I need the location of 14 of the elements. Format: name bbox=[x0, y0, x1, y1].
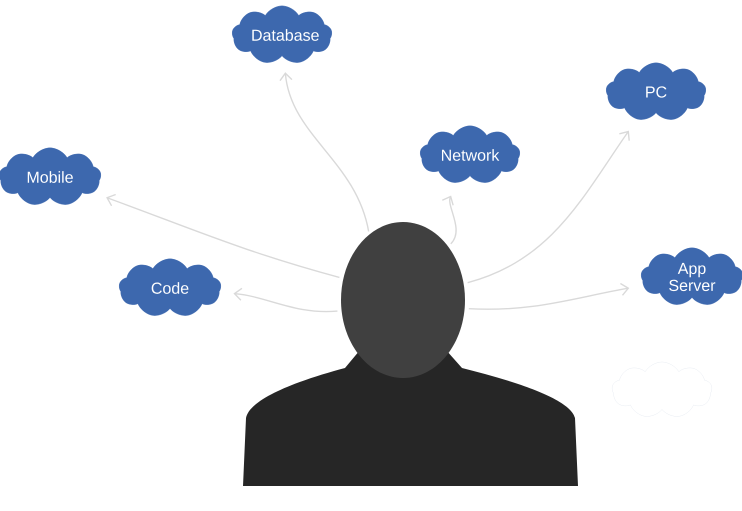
arrow bbox=[442, 195, 457, 244]
person-silhouette bbox=[243, 222, 578, 486]
arrow bbox=[106, 194, 340, 278]
arrow bbox=[467, 130, 630, 284]
cloud-shape bbox=[612, 362, 712, 417]
cloud-box: Database bbox=[232, 6, 332, 63]
arrow bbox=[279, 72, 370, 232]
cloud-box: PC bbox=[606, 62, 706, 120]
cloud-box: Code bbox=[119, 258, 222, 316]
arrow bbox=[468, 282, 630, 310]
cloud-box: Network bbox=[420, 126, 520, 183]
arrow bbox=[233, 288, 338, 312]
cloud-box: App Server bbox=[641, 248, 742, 305]
cloud-box: Mobile bbox=[0, 148, 102, 205]
